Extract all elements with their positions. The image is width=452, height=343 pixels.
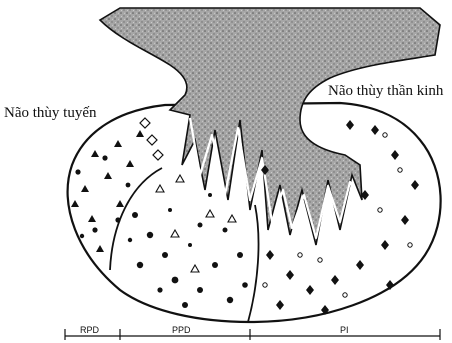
scale-label-pi: PI <box>340 325 349 335</box>
neurohypophysis-label: Não thùy thần kinh <box>328 83 444 99</box>
region-scale <box>65 329 440 340</box>
scale-label-ppd: PPD <box>172 325 191 335</box>
adenohypophysis-label: Não thùy tuyến <box>4 105 97 121</box>
scale-label-rpd: RPD <box>80 325 100 335</box>
